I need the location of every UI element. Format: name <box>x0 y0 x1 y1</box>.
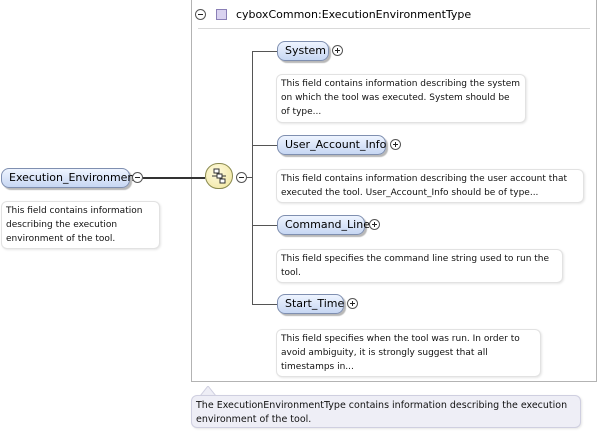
element-command-line-description: This field specifies the command line st… <box>276 249 563 283</box>
type-description-pointer <box>200 386 217 396</box>
sequence-connector <box>247 177 253 178</box>
root-element-label: Execution_Environment <box>9 171 139 184</box>
connector-system <box>252 51 277 52</box>
element-start-time-label: Start_Time <box>285 297 345 310</box>
element-command-line[interactable]: Command_Line <box>277 215 370 235</box>
sequence-compositor-icon[interactable] <box>205 163 233 189</box>
connector-start-time <box>252 304 277 305</box>
element-start-time-description: This field specifies when the tool was r… <box>276 329 541 377</box>
element-system-label: System <box>285 44 327 57</box>
collapse-sequence-icon[interactable] <box>236 172 247 183</box>
children-vertical-connector <box>252 51 253 305</box>
expand-command-line-icon[interactable] <box>369 219 380 230</box>
expand-user-account-info-icon[interactable] <box>390 139 401 150</box>
expand-start-time-icon[interactable] <box>347 298 358 309</box>
expand-system-icon[interactable] <box>332 45 343 56</box>
connector-user-account-info <box>252 145 277 146</box>
type-header-divider <box>198 28 590 29</box>
element-user-account-info-label: User_Account_Info <box>285 138 387 151</box>
element-command-line-label: Command_Line <box>285 218 370 231</box>
complex-type-description: The ExecutionEnvironmentType contains in… <box>191 395 581 428</box>
element-user-account-info-description: This field contains information describi… <box>276 169 584 203</box>
element-user-account-info[interactable]: User_Account_Info <box>277 135 386 155</box>
root-element-description: This field contains information describi… <box>1 201 160 249</box>
connector-command-line <box>252 225 277 226</box>
collapse-type-icon[interactable] <box>195 9 206 20</box>
root-connector <box>143 177 205 179</box>
complex-type-icon <box>216 9 227 20</box>
element-system[interactable]: System <box>277 41 329 61</box>
element-system-description: This field contains information describi… <box>276 74 526 123</box>
complex-type-title: cyboxCommon:ExecutionEnvironmentType <box>236 8 472 21</box>
collapse-root-icon[interactable] <box>132 172 143 183</box>
element-start-time[interactable]: Start_Time <box>277 294 344 314</box>
root-element-execution-environment[interactable]: Execution_Environment <box>1 168 139 188</box>
